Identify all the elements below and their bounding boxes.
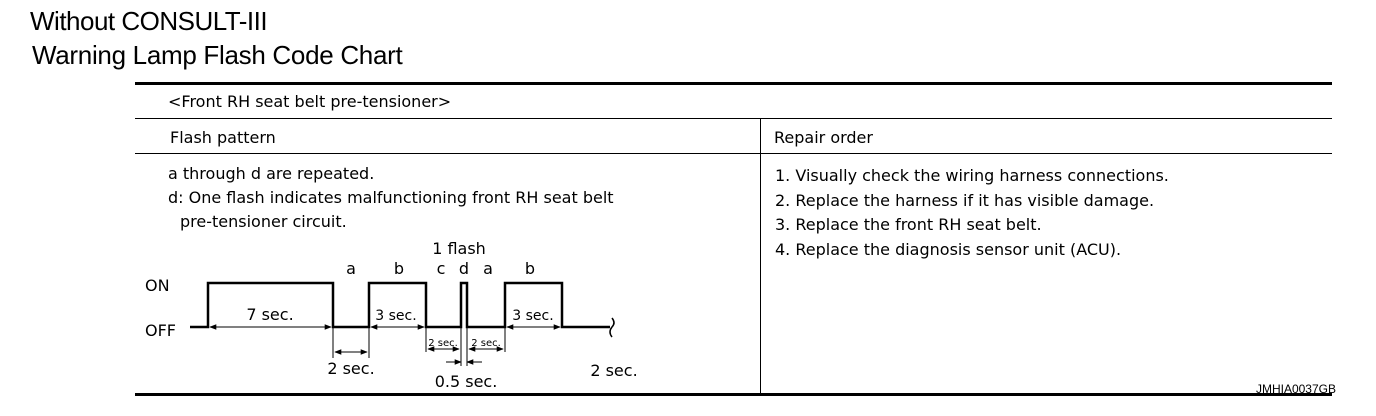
description-line: d: One flash indicates malfunctioning fr… (168, 188, 614, 207)
segment-label-a: a (483, 259, 493, 278)
label-2-sec: 2 sec. (428, 338, 458, 349)
repair-step: 1. Visually check the wiring harness con… (775, 166, 1169, 185)
segment-label-b: b (394, 259, 404, 278)
repair-step: 2. Replace the harness if it has visible… (775, 190, 1155, 210)
repair-order-list: 1. Visually check the wiring harness con… (775, 164, 1169, 262)
segment-label-b: b (525, 259, 535, 278)
label-3-sec: 3 sec. (375, 308, 416, 324)
header-repair-order: Repair order (774, 128, 873, 147)
repair-step: 4. Replace the diagnosis sensor unit (AC… (775, 239, 1122, 259)
repair-step: 3. Replace the front RH seat belt. (775, 215, 1042, 234)
description-line: pre-tensioner circuit. (180, 212, 347, 231)
one-flash-label: 1 flash (432, 239, 486, 258)
state-on-label: ON (145, 276, 170, 295)
label-3-sec: 3 sec. (512, 308, 553, 324)
column-divider (760, 118, 761, 395)
segment-label-d: d (459, 259, 469, 278)
segment-label-a: a (346, 259, 356, 278)
description-line: a through d are repeated. (168, 164, 375, 183)
label-2-sec: 2 sec. (471, 338, 501, 349)
title-line-1: Without CONSULT-III (30, 6, 268, 36)
label-2-sec-end: 2 sec. (590, 361, 637, 380)
segment-label-c: c (437, 259, 446, 278)
state-off-label: OFF (145, 321, 176, 340)
header-flash-pattern: Flash pattern (170, 128, 276, 147)
signal-break-mark (609, 317, 615, 338)
label-2-sec: 2 sec. (327, 359, 374, 378)
flash-description: a through d are repeated. d: One flash i… (168, 162, 614, 234)
signal-waveform (190, 281, 610, 329)
title-line-2: Warning Lamp Flash Code Chart (32, 40, 403, 70)
table-caption: <Front RH seat belt pre-tensioner> (168, 92, 452, 111)
table-top-rule (135, 82, 1332, 85)
table-bottom-rule (135, 393, 1332, 396)
figure-code: JMHIA0037GB (1255, 382, 1336, 396)
label-7-sec: 7 sec. (246, 305, 293, 324)
caption-divider (135, 118, 1332, 119)
label-0-5-sec: 0.5 sec. (435, 372, 498, 391)
header-divider (135, 153, 1332, 154)
